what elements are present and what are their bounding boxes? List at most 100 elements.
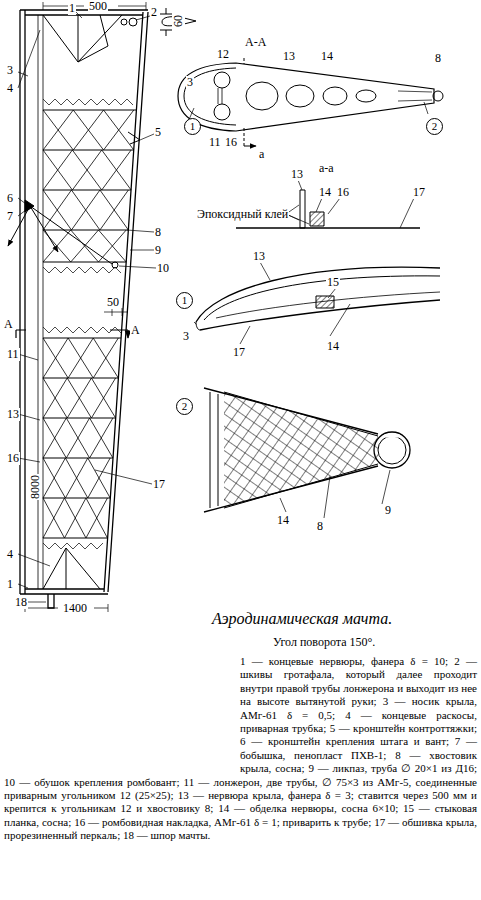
- lattice-stroke: [73, 110, 103, 150]
- callout-number: 3: [6, 64, 14, 77]
- callout-number: 8: [154, 226, 162, 239]
- lattice-stroke: [61, 99, 67, 105]
- lattice-stroke: [97, 543, 103, 549]
- lattice-stroke: [127, 99, 133, 105]
- lattice-stroke: [97, 327, 103, 333]
- caption-body: 1 — концевые нервюры, фанера δ = 10; 2 —…: [4, 655, 477, 841]
- lattice-stroke: [72, 150, 101, 190]
- lattice-stroke: [103, 267, 109, 273]
- callout-number: 9: [154, 244, 162, 257]
- callout-number: 13: [6, 408, 20, 421]
- lattice-stroke: [91, 378, 115, 418]
- lattice-stroke: [104, 110, 134, 150]
- callout-number: 1: [190, 121, 196, 132]
- section-line: [16, 308, 128, 338]
- stay-bracket: [8, 200, 118, 268]
- lattice-stroke: [43, 230, 128, 231]
- callout-number: 4: [6, 82, 14, 95]
- lattice-stroke: [43, 150, 72, 190]
- lattice-stroke: [103, 327, 109, 333]
- callout-number: 11: [6, 348, 20, 361]
- lattice-stroke: [97, 267, 103, 273]
- callout-number: 10: [156, 262, 170, 275]
- lattice-stroke: [102, 150, 131, 190]
- lattice-stroke: [67, 543, 73, 549]
- detail-circle: 2: [176, 398, 193, 415]
- callout-number: 13: [252, 250, 266, 263]
- leader-lines: [18, 12, 156, 602]
- lattice-stroke: [43, 338, 68, 378]
- cutaway-lattice: [43, 99, 137, 549]
- lattice-stroke: [43, 378, 118, 379]
- detail-circle: 1: [184, 118, 201, 135]
- lattice-stroke: [43, 110, 73, 150]
- callout-number: 14: [276, 514, 290, 527]
- callout-number: 16: [6, 452, 20, 465]
- lattice-stroke: [90, 418, 113, 458]
- lattice-stroke: [66, 418, 89, 458]
- lattice-stroke: [49, 267, 55, 273]
- lattice-stroke: [85, 267, 91, 273]
- lattice-stroke: [43, 458, 65, 498]
- lattice-stroke: [43, 150, 134, 151]
- callout-number: 9: [384, 504, 392, 517]
- lattice-stroke: [67, 378, 91, 418]
- lattice-stroke: [43, 190, 71, 230]
- callout-number: 16: [224, 136, 238, 149]
- label-text: A-A: [244, 36, 267, 49]
- lattice-stroke: [73, 110, 103, 150]
- lattice-stroke: [43, 338, 68, 378]
- lattice-stroke: [43, 418, 116, 419]
- callout-number: 4: [6, 548, 14, 561]
- bracket: [128, 132, 140, 144]
- lattice-stroke: [71, 190, 99, 230]
- lattice-stroke: [65, 458, 87, 498]
- lattice-stroke: [91, 327, 97, 333]
- lattice-stroke: [49, 99, 55, 105]
- lattice-stroke: [71, 230, 99, 262]
- callout-number: 2: [432, 121, 438, 132]
- lattice-stroke: [73, 543, 79, 549]
- lattice-stroke: [55, 99, 61, 105]
- detail-circle: 1: [176, 292, 193, 309]
- mast-outline: [20, 10, 148, 594]
- lattice-stroke: [91, 543, 97, 549]
- lattice-stroke: [43, 538, 107, 539]
- lattice-stroke: [68, 338, 93, 378]
- lattice-stroke: [55, 267, 61, 273]
- callout-number: 60: [172, 14, 185, 28]
- lattice-stroke: [43, 190, 71, 230]
- section-a-a: [178, 58, 443, 146]
- callout-number: 11: [208, 136, 222, 149]
- lattice-stroke: [71, 190, 99, 230]
- lattice-stroke: [43, 418, 66, 458]
- lattice-stroke: [73, 327, 79, 333]
- lattice-stroke: [65, 458, 87, 498]
- lattice-stroke: [66, 418, 89, 458]
- callout-number: 17: [152, 478, 166, 491]
- callout-number: 13: [282, 50, 296, 63]
- lattice-stroke: [72, 150, 101, 190]
- lattice-stroke: [100, 190, 128, 230]
- label-text: Эпоксидный клей: [196, 208, 289, 221]
- lattice-stroke: [97, 99, 103, 105]
- lattice-stroke: [85, 327, 91, 333]
- callout-number: 5: [154, 126, 162, 139]
- callout-number: 13: [290, 168, 304, 181]
- lattice-stroke: [43, 338, 121, 339]
- lattice-stroke: [91, 378, 115, 418]
- lattice-stroke: [43, 378, 67, 418]
- label-text: A: [130, 324, 141, 337]
- callout-number: 17: [412, 186, 426, 199]
- callout-number: 3: [182, 330, 190, 343]
- lattice-stroke: [43, 458, 65, 498]
- lattice-stroke: [85, 99, 91, 105]
- label-text: a-a: [318, 162, 335, 175]
- lattice-stroke: [43, 458, 113, 459]
- callout-number: 6: [6, 192, 14, 205]
- lattice-stroke: [67, 99, 73, 105]
- lattice-stroke: [43, 150, 72, 190]
- lattice-stroke: [90, 418, 113, 458]
- lattice-stroke: [43, 418, 66, 458]
- callout-number: 7: [6, 210, 14, 223]
